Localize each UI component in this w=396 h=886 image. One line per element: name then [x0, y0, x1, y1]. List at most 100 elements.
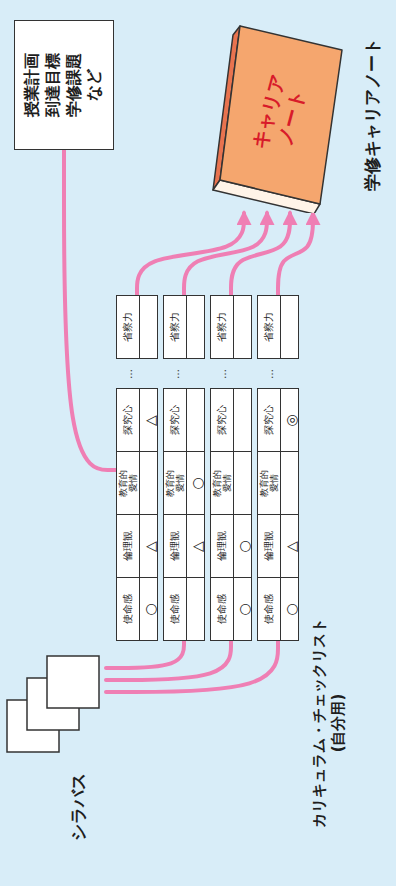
- table-cell-text: 探究心: [122, 405, 134, 435]
- value-cell: [233, 295, 252, 359]
- connector-line: [106, 640, 231, 680]
- connector-line: [106, 640, 184, 668]
- table-cell-text: 省察力: [122, 312, 134, 342]
- flow-arrow: [231, 213, 290, 295]
- table-cell-text-frame: …: [164, 359, 186, 388]
- checklist-table: 使命感 倫理観 教育的 愛情探究心 … 省察力 ○ △ ◎: [257, 295, 299, 640]
- table-cell-text-frame: 倫理観: [164, 515, 186, 577]
- table-cell-text-frame: 省察力: [258, 296, 280, 358]
- value-cell: [280, 451, 299, 515]
- value-cell: [280, 295, 299, 359]
- table-cell-text: 省察力: [263, 312, 275, 342]
- table-cell-text-frame: 教育的 愛情: [164, 452, 186, 514]
- table-cell-text-frame: 使命感: [117, 578, 139, 640]
- rating-mark: △: [142, 541, 156, 552]
- rating-mark-frame: △: [187, 515, 204, 577]
- value-cell: [186, 577, 205, 641]
- rating-mark: △: [142, 415, 156, 426]
- table-cell-text-frame: 探究心: [258, 389, 280, 451]
- caption-label: カリキュラム・チェックリスト (自分用): [309, 610, 348, 835]
- rating-mark: △: [189, 541, 203, 552]
- value-cell: [233, 388, 252, 452]
- paper-stack-icon: [6, 655, 106, 855]
- table-cell-text: 省察力: [169, 312, 181, 342]
- table-cell-text-frame: 使命感: [258, 578, 280, 640]
- caption-label-frame: カリキュラム・チェックリスト (自分用): [300, 570, 356, 875]
- stack-heading-frame: シラバス: [56, 759, 102, 855]
- value-cell: [139, 295, 158, 359]
- table-cell-text-frame: 探究心: [117, 389, 139, 451]
- flow-arrow: [278, 213, 313, 295]
- checklist-table: 使命感 倫理観 教育的 愛情探究心 … 省察力 △ ○: [163, 295, 205, 640]
- notebook-cover: [220, 26, 342, 204]
- value-cell: [186, 295, 205, 359]
- connector-line: [106, 640, 278, 692]
- box-text: 授業計画 到達目標 学修課題 など: [22, 50, 105, 119]
- table-cell-text-frame: …: [117, 359, 139, 388]
- table-cell-text: …: [169, 369, 181, 379]
- rating-mark-frame: ○: [234, 578, 251, 640]
- rating-mark: ◎: [283, 414, 297, 426]
- rating-mark: ○: [236, 603, 250, 615]
- document-stack: シラバス: [6, 655, 106, 855]
- table-cell-text-frame: 教育的 愛情: [211, 452, 233, 514]
- table-cell-text-frame: …: [211, 359, 233, 388]
- rating-mark-frame: ○: [187, 452, 204, 514]
- table-cell-text: 使命感: [169, 594, 181, 624]
- value-cell: [139, 451, 158, 515]
- table-cell-text-frame: 倫理観: [211, 515, 233, 577]
- value-cell: [186, 388, 205, 452]
- text-box: 授業計画 到達目標 学修課題 など: [14, 20, 114, 150]
- table-cell-text: …: [122, 369, 134, 379]
- value-cell: [233, 451, 252, 515]
- table-cell-text: 倫理観: [122, 531, 134, 561]
- rating-mark-frame: ○: [140, 578, 157, 640]
- rating-mark-frame: ◎: [281, 389, 298, 451]
- rating-mark: ○: [236, 540, 250, 552]
- table-cell-text-frame: 省察力: [164, 296, 186, 358]
- table-cell-text-frame: 探究心: [211, 389, 233, 451]
- rating-mark: ○: [142, 603, 156, 615]
- table-cell-text: 使命感: [216, 594, 228, 624]
- table-cell-text: 探究心: [169, 405, 181, 435]
- table-cell-text-frame: 教育的 愛情: [258, 452, 280, 514]
- rating-mark-frame: △: [140, 389, 157, 451]
- table-cell-text: 教育的 愛情: [259, 468, 280, 499]
- rating-mark-frame: ○: [281, 578, 298, 640]
- checklist-table: 使命感 倫理観 教育的 愛情探究心 … 省察力 ○ ○: [210, 295, 252, 640]
- table-cell-text: …: [216, 369, 228, 379]
- rating-mark-frame: △: [281, 515, 298, 577]
- table-cell-text-frame: 探究心: [164, 389, 186, 451]
- connector-line: [64, 150, 116, 470]
- table-cell-text: 探究心: [216, 405, 228, 435]
- table-cell-text-frame: 倫理観: [258, 515, 280, 577]
- table-cell-text: 教育的 愛情: [212, 468, 233, 499]
- notebook-heading-frame: 学修キャリアノート: [356, 18, 390, 210]
- table-cell-text-frame: …: [258, 359, 280, 388]
- notebook: キャリア ノート学修キャリアノート: [208, 18, 393, 213]
- notebook-heading: 学修キャリアノート: [362, 38, 383, 191]
- table-cell-text: 倫理観: [169, 531, 181, 561]
- table-cell-text: 教育的 愛情: [118, 468, 139, 499]
- table-cell-text: 教育的 愛情: [165, 468, 186, 499]
- table-cell-text-frame: 教育的 愛情: [117, 452, 139, 514]
- table-cell-text: 使命感: [263, 594, 275, 624]
- box-text-frame: 授業計画 到達目標 学修課題 など: [15, 21, 112, 148]
- stack-heading: シラバス: [68, 773, 89, 841]
- table-cell-text: 探究心: [263, 405, 275, 435]
- table-cell-text: 使命感: [122, 594, 134, 624]
- table-cell-text-frame: 省察力: [117, 296, 139, 358]
- table-cell-text: 倫理観: [216, 531, 228, 561]
- table-cell-text-frame: 使命感: [211, 578, 233, 640]
- rating-mark: △: [283, 541, 297, 552]
- rating-mark-frame: △: [140, 515, 157, 577]
- table-cell-text-frame: 省察力: [211, 296, 233, 358]
- table-cell-text-frame: 使命感: [164, 578, 186, 640]
- rating-mark: ○: [283, 603, 297, 615]
- table-cell-text: …: [263, 369, 275, 379]
- rating-mark-frame: ○: [234, 515, 251, 577]
- table-cell-text: 省察力: [216, 312, 228, 342]
- paper-sheet: [47, 656, 99, 708]
- checklist-table: 使命感 倫理観 教育的 愛情探究心 … 省察力 ○ △ △: [116, 295, 158, 640]
